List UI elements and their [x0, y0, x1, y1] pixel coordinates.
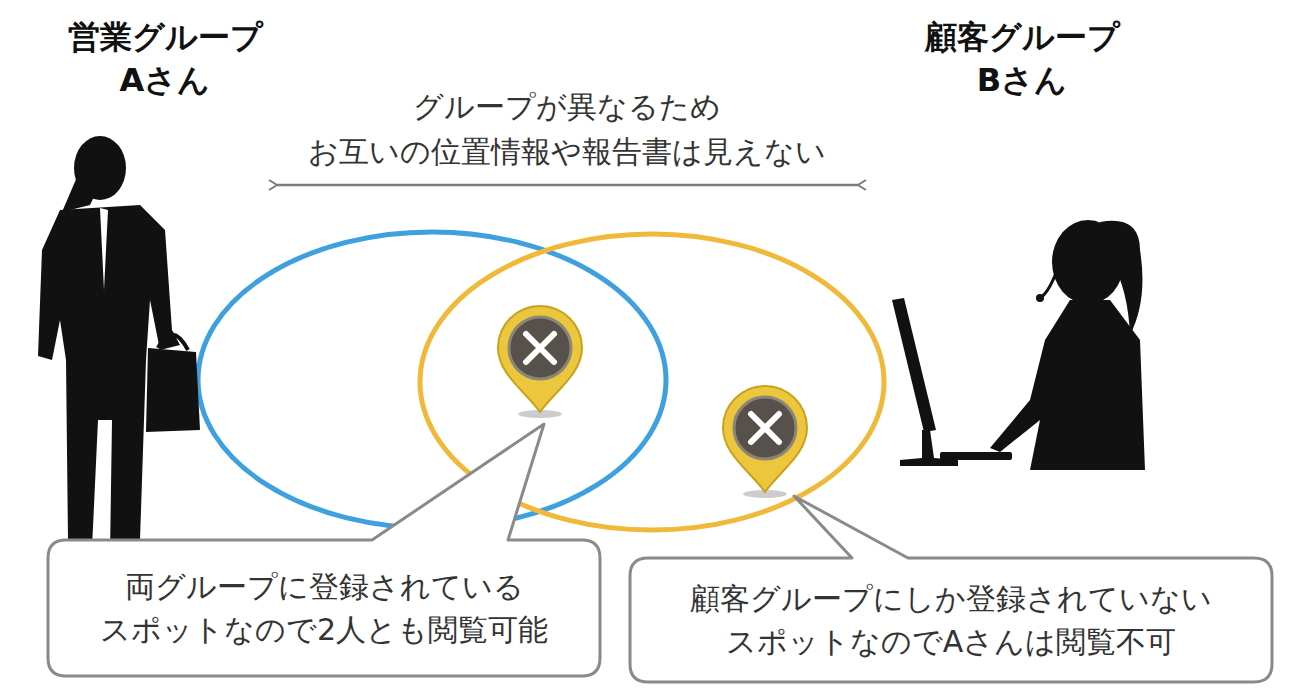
pin-cross — [751, 414, 779, 442]
callout-text: 顧客グループにしか登録されていない スポットなのでAさんは閲覧不可 — [648, 577, 1254, 664]
person-label: 営業グループ Aさん — [35, 16, 295, 102]
map-pin — [723, 386, 807, 498]
woman-silhouette — [892, 220, 1145, 470]
map-pin — [498, 306, 582, 418]
pin-body — [498, 306, 582, 412]
shirt — [100, 208, 108, 290]
double-arrow — [277, 184, 858, 187]
pin-cross — [526, 334, 554, 362]
callout-box: 顧客グループにしか登録されていない スポットなのでAさんは閲覧不可 — [630, 558, 1272, 682]
callout-box: 両グループに登録されている スポットなので2人とも閲覧可能 — [48, 540, 600, 676]
sales-group-ellipse — [198, 232, 666, 528]
note-label: グループが異なるため お互いの位置情報や報告書は見えない — [257, 84, 877, 174]
callout-outline — [630, 496, 1272, 682]
pin-body — [723, 386, 807, 492]
person-label: 顧客グループ Bさん — [892, 16, 1152, 102]
pin-disc — [734, 397, 796, 459]
callout-text: 両グループに登録されている スポットなので2人とも閲覧可能 — [66, 565, 582, 652]
man-silhouette — [38, 136, 200, 556]
callout-outline — [48, 424, 600, 676]
headset — [1040, 262, 1060, 298]
pin-disc — [509, 317, 571, 379]
headset-mic — [1036, 294, 1044, 302]
